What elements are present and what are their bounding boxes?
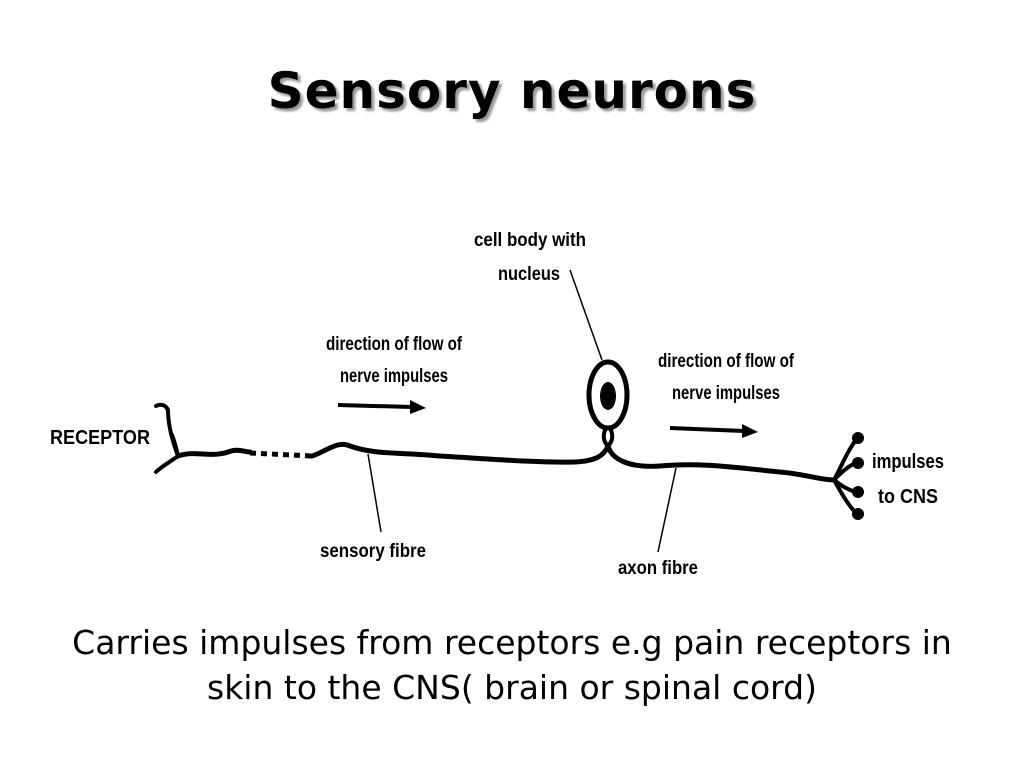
sensory-fibre-pointer bbox=[367, 453, 382, 533]
nucleus bbox=[600, 382, 616, 410]
label-cell-body-line2: nucleus bbox=[498, 264, 560, 285]
terminal-knobs bbox=[852, 432, 864, 520]
flow-arrow-right bbox=[669, 424, 758, 438]
label-flow-right-line1: direction of flow of bbox=[658, 351, 795, 372]
label-impulses-line1: impulses bbox=[872, 451, 944, 473]
label-flow-right-line2: nerve impulses bbox=[672, 383, 780, 404]
slide-title: Sensory neurons bbox=[267, 62, 757, 120]
axon-fibre-pointer bbox=[657, 467, 677, 553]
cell-body-pointer bbox=[569, 269, 603, 361]
axon-fibre-line bbox=[605, 443, 837, 483]
label-axon-fibre: axon fibre bbox=[618, 558, 698, 579]
cell-body-stalk bbox=[601, 427, 615, 448]
label-receptor: RECEPTOR bbox=[50, 427, 150, 449]
label-flow-left-line1: direction of flow of bbox=[326, 334, 463, 355]
fibre-start bbox=[175, 447, 253, 459]
label-impulses-line2: to CNS bbox=[878, 486, 938, 508]
sensory-fibre-line bbox=[309, 441, 611, 465]
slide-caption: Carries impulses from receptors e.g pain… bbox=[72, 623, 952, 707]
flow-arrow-left bbox=[337, 400, 426, 414]
label-sensory-fibre: sensory fibre bbox=[320, 541, 426, 562]
fibre-gap-dots bbox=[249, 450, 313, 459]
label-cell-body-line1: cell body with bbox=[474, 230, 586, 251]
receptor-endings bbox=[154, 402, 180, 474]
label-flow-left-line2: nerve impulses bbox=[340, 366, 448, 387]
synaptic-terminals bbox=[832, 438, 858, 515]
